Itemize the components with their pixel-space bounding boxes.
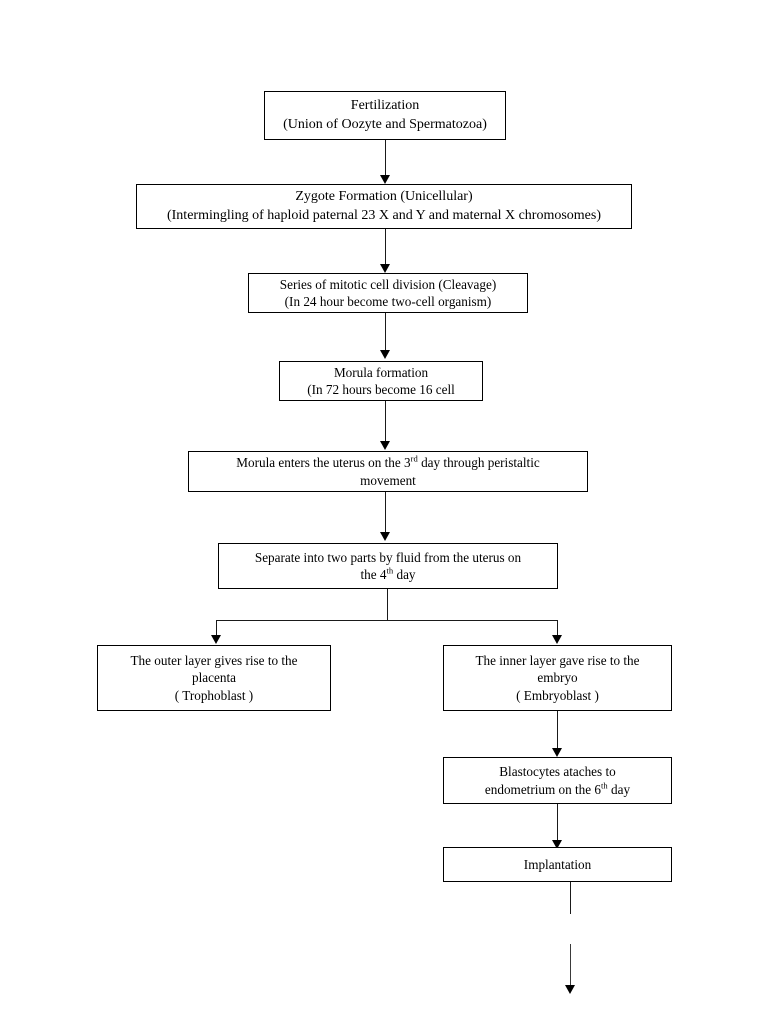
node-separate-line2a: the 4 bbox=[360, 567, 387, 582]
arrowhead-embryoblast bbox=[552, 635, 562, 644]
node-morula-uterus-ordinal: rd bbox=[410, 453, 418, 464]
node-blastocyte-line2a: endometrium on the 6 bbox=[484, 781, 602, 797]
arrowhead-zygote bbox=[380, 175, 390, 184]
connector-cleavage-morula bbox=[385, 313, 386, 351]
arrowhead-morula-uterus bbox=[380, 441, 390, 450]
node-blastocyte-line2b: day bbox=[607, 781, 631, 797]
node-embryoblast-text: The inner layer gave rise to the embryo( … bbox=[444, 652, 671, 704]
node-trophoblast-line3: ( Trophoblast ) bbox=[174, 687, 254, 703]
node-cleavage-line2: (In 24 hour become two-cell organism) bbox=[284, 294, 492, 309]
node-morula-formation[interactable]: Morula formation (In 72 hours become 16 c… bbox=[279, 361, 483, 401]
connector-blastocyte-implantation bbox=[557, 804, 558, 842]
arrowhead-cleavage bbox=[380, 264, 390, 273]
node-blastocyte-line1: Blastocytes ataches to bbox=[499, 764, 616, 780]
node-embryoblast-line3: ( Embryoblast ) bbox=[516, 687, 599, 703]
connector-fertilization-zygote bbox=[385, 140, 386, 176]
connector-split-left-drop bbox=[216, 620, 217, 642]
connector-zygote-cleavage bbox=[385, 229, 386, 265]
node-embryoblast-line1: The inner layer gave rise to the bbox=[475, 652, 640, 668]
node-trophoblast[interactable]: The outer layer gives rise to the placent… bbox=[97, 645, 331, 711]
node-separate-line2b: day bbox=[393, 567, 416, 582]
node-fertilization[interactable]: Fertilization (Union of Oozyte and Sperma… bbox=[264, 91, 506, 140]
node-morula-uterus-line1a: Morula enters the uterus on the 3 bbox=[236, 455, 411, 471]
node-morula-text: Morula formation (In 72 hours become 16 c… bbox=[280, 364, 482, 399]
connector-split-right-drop bbox=[557, 620, 558, 642]
connector-uterus-separate bbox=[385, 492, 386, 533]
node-trophoblast-line1: The outer layer gives rise to the bbox=[130, 652, 298, 668]
arrowhead-trophoblast bbox=[211, 635, 221, 644]
connector-embryoblast-blastocyte bbox=[557, 711, 558, 750]
node-fertilization-line1: Fertilization bbox=[350, 98, 420, 114]
node-cleavage-text: Series of mitotic cell division (Cleavag… bbox=[249, 276, 527, 311]
node-separate-two-parts[interactable]: Separate into two parts by fluid from th… bbox=[218, 543, 558, 589]
arrowhead-blastocyte bbox=[552, 748, 562, 757]
node-zygote-formation[interactable]: Zygote Formation (Unicellular) (Interming… bbox=[136, 184, 632, 229]
node-trophoblast-text: The outer layer gives rise to the placent… bbox=[98, 652, 330, 704]
connector-morula-uterus bbox=[385, 401, 386, 442]
node-morula-uterus-text: Morula enters the uterus on the 3rd day … bbox=[189, 454, 587, 489]
node-implantation-text: Implantation bbox=[444, 856, 671, 873]
node-embryoblast-line2: embryo bbox=[537, 670, 578, 686]
node-embryoblast[interactable]: The inner layer gave rise to the embryo( … bbox=[443, 645, 672, 711]
arrowhead-morula bbox=[380, 350, 390, 359]
node-separate-ordinal: th bbox=[386, 565, 394, 576]
connector-split-bus bbox=[216, 620, 558, 621]
node-separate-text: Separate into two parts by fluid from th… bbox=[219, 549, 557, 584]
arrowhead-trailing bbox=[565, 985, 575, 994]
connector-trailing-arrow-shaft bbox=[570, 944, 571, 988]
connector-implantation-stub bbox=[570, 882, 571, 914]
node-zygote-line1: Zygote Formation (Unicellular) bbox=[295, 189, 473, 205]
node-fertilization-line2: (Union of Oozyte and Spermatozoa) bbox=[283, 116, 487, 132]
node-morula-line1: Morula formation bbox=[333, 364, 429, 380]
node-morula-enters-uterus[interactable]: Morula enters the uterus on the 3rd day … bbox=[188, 451, 588, 492]
node-zygote-line2: (Intermingling of haploid paternal 23 X … bbox=[166, 207, 601, 223]
node-cleavage-line1: Series of mitotic cell division (Cleavag… bbox=[279, 276, 497, 292]
arrowhead-separate bbox=[380, 532, 390, 541]
node-cleavage[interactable]: Series of mitotic cell division (Cleavag… bbox=[248, 273, 528, 313]
connector-separate-split-stem bbox=[387, 589, 388, 621]
node-separate-line1: Separate into two parts by fluid from th… bbox=[254, 549, 522, 565]
node-blastocyte-ordinal: th bbox=[601, 780, 608, 791]
node-morula-uterus-line1b: day through peristaltic bbox=[417, 455, 540, 471]
node-fertilization-text: Fertilization (Union of Oozyte and Sperma… bbox=[265, 97, 505, 134]
node-zygote-text: Zygote Formation (Unicellular) (Interming… bbox=[137, 188, 631, 225]
node-morula-line2: (In 72 hours become 16 cell bbox=[307, 382, 455, 397]
node-morula-uterus-line2: movement bbox=[360, 472, 416, 488]
node-implantation-line1: Implantation bbox=[523, 856, 592, 872]
node-trophoblast-line2: placenta bbox=[192, 670, 236, 686]
node-implantation[interactable]: Implantation bbox=[443, 847, 672, 882]
